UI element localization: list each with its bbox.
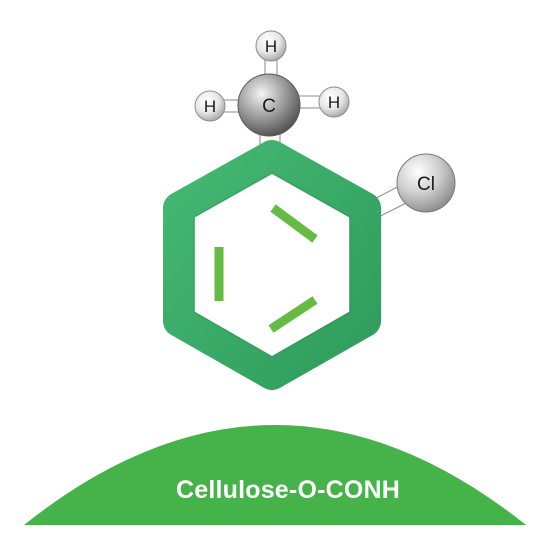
hydrogen-label-top: H <box>265 37 277 56</box>
carbon-label: C <box>262 96 276 117</box>
hydrogen-label-right: H <box>328 93 340 112</box>
chlorine-atom <box>396 153 456 213</box>
double-bond-lower-right <box>268 296 318 333</box>
hydrogen-atom-left <box>194 90 226 122</box>
benzene-ring-inner-edge <box>193 172 351 358</box>
hydrogen-atom-top <box>255 30 287 62</box>
methyl-group: H H H C <box>194 30 350 137</box>
cellulose-support <box>24 425 526 525</box>
hydrogen-atom-right <box>318 86 350 118</box>
double-bonds <box>214 204 318 333</box>
hydrogen-label-left: H <box>204 97 216 116</box>
chlorine-label: Cl <box>417 174 435 195</box>
double-bond-upper-right <box>270 204 318 243</box>
benzene-ring <box>163 140 381 390</box>
carbon-atom <box>237 73 301 137</box>
support-label: Cellulose-O-CONH <box>176 476 400 504</box>
chlorine-group: Cl <box>396 153 456 213</box>
